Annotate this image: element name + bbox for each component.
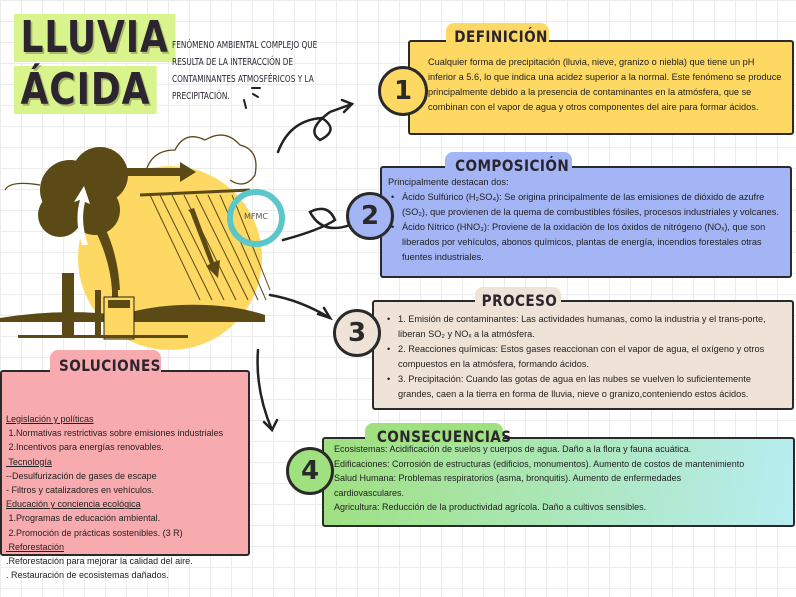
solution-item: - Filtros y catalizadores en vehículos. xyxy=(6,485,155,496)
title-line-2: ÁCIDA xyxy=(14,66,157,114)
step-3-badge: 3 xyxy=(333,309,381,357)
list-item: 3. Precipitación: Cuando las gotas de ag… xyxy=(384,372,784,402)
subtitle: Fenómeno ambiental complejo que resulta … xyxy=(172,40,318,102)
consecuencias-box: Ecosistemas: Acidificación de suelos y c… xyxy=(322,437,795,527)
solution-item: . Restauración de ecosistemas dañados. xyxy=(6,570,169,581)
composicion-tab: COMPOSICIÓN xyxy=(445,152,572,175)
proceso-list: 1. Emisión de contaminantes: Las activid… xyxy=(384,312,784,402)
logo xyxy=(227,189,285,247)
arrow-up-icon xyxy=(74,186,90,245)
composicion-box: Principalmente destacan dos: Ácido Sulfú… xyxy=(380,166,792,278)
page-title: LLUVIA ÁCIDA xyxy=(14,14,176,118)
soluciones-list: Legislación y políticas 1.Normativas res… xyxy=(6,412,246,582)
step-1-badge: 1 xyxy=(378,66,428,116)
step-2-badge: 2 xyxy=(346,192,394,240)
title-line-1: LLUVIA xyxy=(14,14,176,62)
definicion-box: Cualquier forma de precipitación (lluvia… xyxy=(408,40,794,135)
definicion-tab: DEFINICIÓN xyxy=(446,23,549,46)
smoke-cloud xyxy=(38,147,128,290)
rain-lines xyxy=(149,194,271,301)
composicion-list: Ácido Sulfúrico (H₂SO₄): Se origina prin… xyxy=(388,190,782,265)
arrow-down-icon xyxy=(188,208,220,278)
consecuencia-item: Edificaciones: Corrosión de estructuras … xyxy=(334,458,745,469)
definicion-text: Cualquier forma de precipitación (lluvia… xyxy=(428,57,782,112)
composicion-heading: COMPOSICIÓN xyxy=(455,156,570,175)
factory xyxy=(18,273,188,340)
arrow-right-icon xyxy=(120,162,196,182)
soluciones-heading: SOLUCIONES xyxy=(58,356,161,375)
connector-arrows xyxy=(256,98,355,433)
list-item: 2. Reacciones químicas: Estos gases reac… xyxy=(384,342,784,372)
consecuencias-heading: CONSECUENCIAS xyxy=(376,427,512,446)
solution-category: Reforestación xyxy=(6,541,65,552)
solution-item: --Desulfurización de gases de escape xyxy=(6,470,157,481)
consecuencias-tab: CONSECUENCIAS xyxy=(365,423,511,446)
logo-text: MFMC xyxy=(244,212,268,221)
definicion-heading: DEFINICIÓN xyxy=(454,27,548,46)
soluciones-tab: SOLUCIONES xyxy=(50,350,161,375)
consecuencia-item: Ecosistemas: Acidificación de suelos y c… xyxy=(334,444,692,454)
solution-item: 1.Programas de educación ambiental. xyxy=(6,513,161,524)
step-4-badge: 4 xyxy=(286,447,334,495)
solution-item: .Reforestación para mejorar la calidad d… xyxy=(6,556,193,567)
solution-category: Legislación y políticas xyxy=(6,414,94,424)
solution-item: 1.Normativas restrictivas sobre emisione… xyxy=(6,428,224,439)
list-item: 1. Emisión de contaminantes: Las activid… xyxy=(384,312,784,342)
list-item: Ácido Nítrico (HNO₃): Proviene de la oxi… xyxy=(388,220,782,265)
step-number: 1 xyxy=(393,76,413,106)
step-number: 3 xyxy=(347,318,367,348)
acid-rain-illustration: MFMC xyxy=(0,21,355,433)
composicion-intro: Principalmente destacan dos: xyxy=(388,177,509,187)
list-item: Ácido Sulfúrico (H₂SO₄): Se origina prin… xyxy=(388,190,782,220)
proceso-heading: PROCESO xyxy=(481,291,558,310)
consecuencia-item: Agricultura: Reducción de la productivid… xyxy=(334,502,647,512)
consecuencia-item: Salud Humana: Problemas respiratorios (a… xyxy=(334,473,682,498)
solution-category: Tecnología xyxy=(6,456,52,467)
solution-item: 2.Incentivos para energías renovables. xyxy=(6,442,164,453)
step-number: 4 xyxy=(300,456,320,486)
step-number: 2 xyxy=(360,201,380,231)
solution-item: 2.Promoción de prácticas sostenibles. (3… xyxy=(6,527,183,538)
solution-category: Educación y conciencia ecológica xyxy=(6,499,141,510)
proceso-box: 1. Emisión de contaminantes: Las activid… xyxy=(372,300,794,410)
proceso-tab: PROCESO xyxy=(475,287,561,310)
soluciones-box: Legislación y políticas 1.Normativas res… xyxy=(0,370,250,580)
clouds xyxy=(4,134,257,191)
